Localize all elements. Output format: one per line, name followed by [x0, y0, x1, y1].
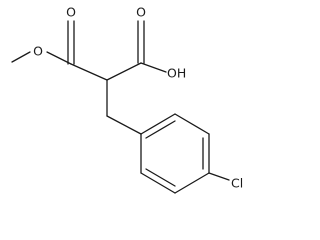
- ring-bond-2: [174, 113, 210, 135]
- bond-acid-hydroxyl: [140, 62, 167, 73]
- ring-inner-bond-3: [145, 168, 176, 187]
- ring-bond-5: [140, 172, 176, 194]
- label-hydroxyl: OH: [167, 66, 186, 81]
- label-chlorine: Cl: [231, 176, 243, 191]
- label-ester-oxygen: O: [33, 44, 43, 59]
- ring-inner-bond-1: [145, 120, 176, 139]
- bond-methyl-o: [11, 51, 31, 63]
- chemical-structure-diagram: O O O OH Cl: [11, 5, 243, 194]
- bond-alpha-acid-carbon: [106, 62, 142, 81]
- label-ester-carbonyl-oxygen: O: [66, 5, 76, 20]
- bond-o-ester-carbon: [46, 51, 72, 65]
- bond-ester-carbon-alpha: [70, 63, 108, 81]
- bond-ring-chlorine: [208, 172, 230, 181]
- ring-bond-4: [174, 172, 210, 194]
- label-acid-carbonyl-oxygen: O: [136, 5, 146, 20]
- bond-methylene-ring: [106, 115, 142, 135]
- ring-bond-1: [140, 113, 176, 135]
